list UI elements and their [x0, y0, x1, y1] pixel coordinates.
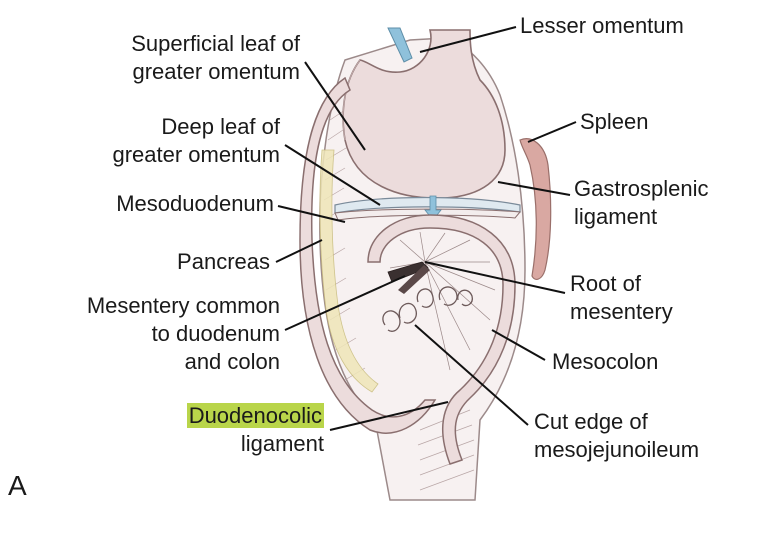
leader-mesocolon	[491, 329, 546, 361]
mesojejunoileum-cut-edge	[382, 286, 473, 332]
label-root-of-mesentery: Root of mesentery	[570, 271, 673, 324]
leader-deep-leaf	[284, 144, 381, 206]
leader-gastrosplenic	[497, 181, 571, 196]
label-mesoduodenum: Mesoduodenum	[116, 191, 274, 216]
label-duodenocolic-ligament: Duodenocolic ligament	[186, 403, 324, 456]
label-lesser-omentum: Lesser omentum	[520, 13, 684, 38]
colon-loop	[367, 214, 516, 465]
label-spleen: Spleen	[580, 109, 649, 134]
leader-root-of-mesentery	[424, 261, 566, 294]
panel-letter: A	[8, 470, 27, 501]
esophagus-vessel	[387, 27, 413, 63]
spleen	[519, 138, 552, 280]
leader-mesentery-common	[284, 275, 406, 331]
leader-lesser-omentum	[419, 26, 517, 53]
label-cut-edge: Cut edge of mesojejunoileum	[534, 409, 700, 462]
label-pancreas: Pancreas	[177, 249, 270, 274]
label-mesocolon: Mesocolon	[552, 349, 659, 374]
label-mesentery-common: Mesentery common to duodenum and colon	[86, 293, 280, 374]
leader-cut-edge	[414, 324, 529, 426]
leader-lines	[275, 26, 577, 431]
duodenum-loop	[299, 76, 437, 434]
label-superficial-leaf: Superficial leaf of greater omentum	[131, 31, 300, 84]
leader-spleen	[527, 121, 577, 143]
pancreas	[319, 149, 379, 393]
leader-duodenocolic	[329, 401, 449, 431]
leader-pancreas	[275, 239, 323, 263]
stomach	[342, 29, 506, 199]
duodenocolic-highlight: Duodenocolic	[186, 403, 324, 428]
label-deep-leaf: Deep leaf of greater omentum	[112, 114, 280, 167]
label-gastrosplenic-ligament: Gastrosplenic ligament	[574, 176, 709, 229]
leader-superficial-leaf	[304, 61, 366, 151]
leader-mesoduodenum	[277, 205, 346, 223]
